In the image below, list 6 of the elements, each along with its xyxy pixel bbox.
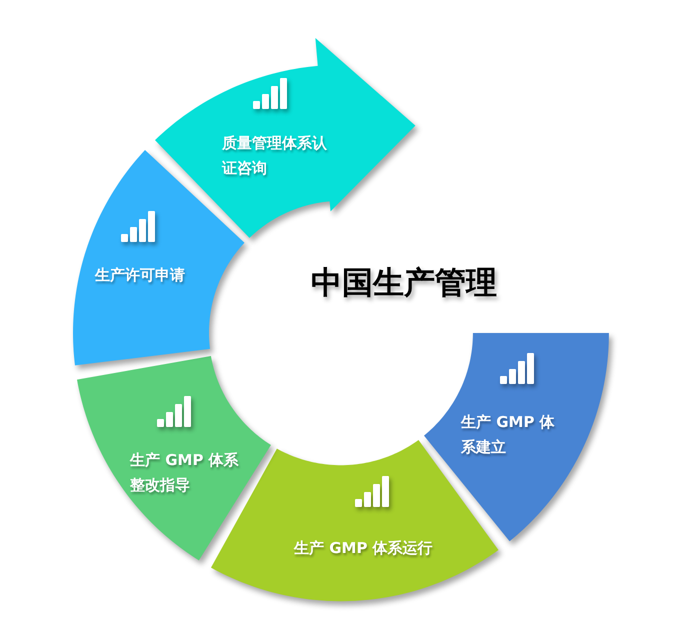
- segment-label: 生产 GMP 体系运行: [294, 538, 434, 559]
- segment-label: 生产许可申请: [95, 264, 186, 286]
- segment-label: 生产 GMP 体系整改指导: [130, 450, 240, 496]
- segment-label: 质量管理体系认证咨询: [222, 132, 328, 179]
- segment-label: 生产 GMP 体系建立: [460, 412, 556, 458]
- diagram-title: 中国生产管理: [311, 264, 497, 303]
